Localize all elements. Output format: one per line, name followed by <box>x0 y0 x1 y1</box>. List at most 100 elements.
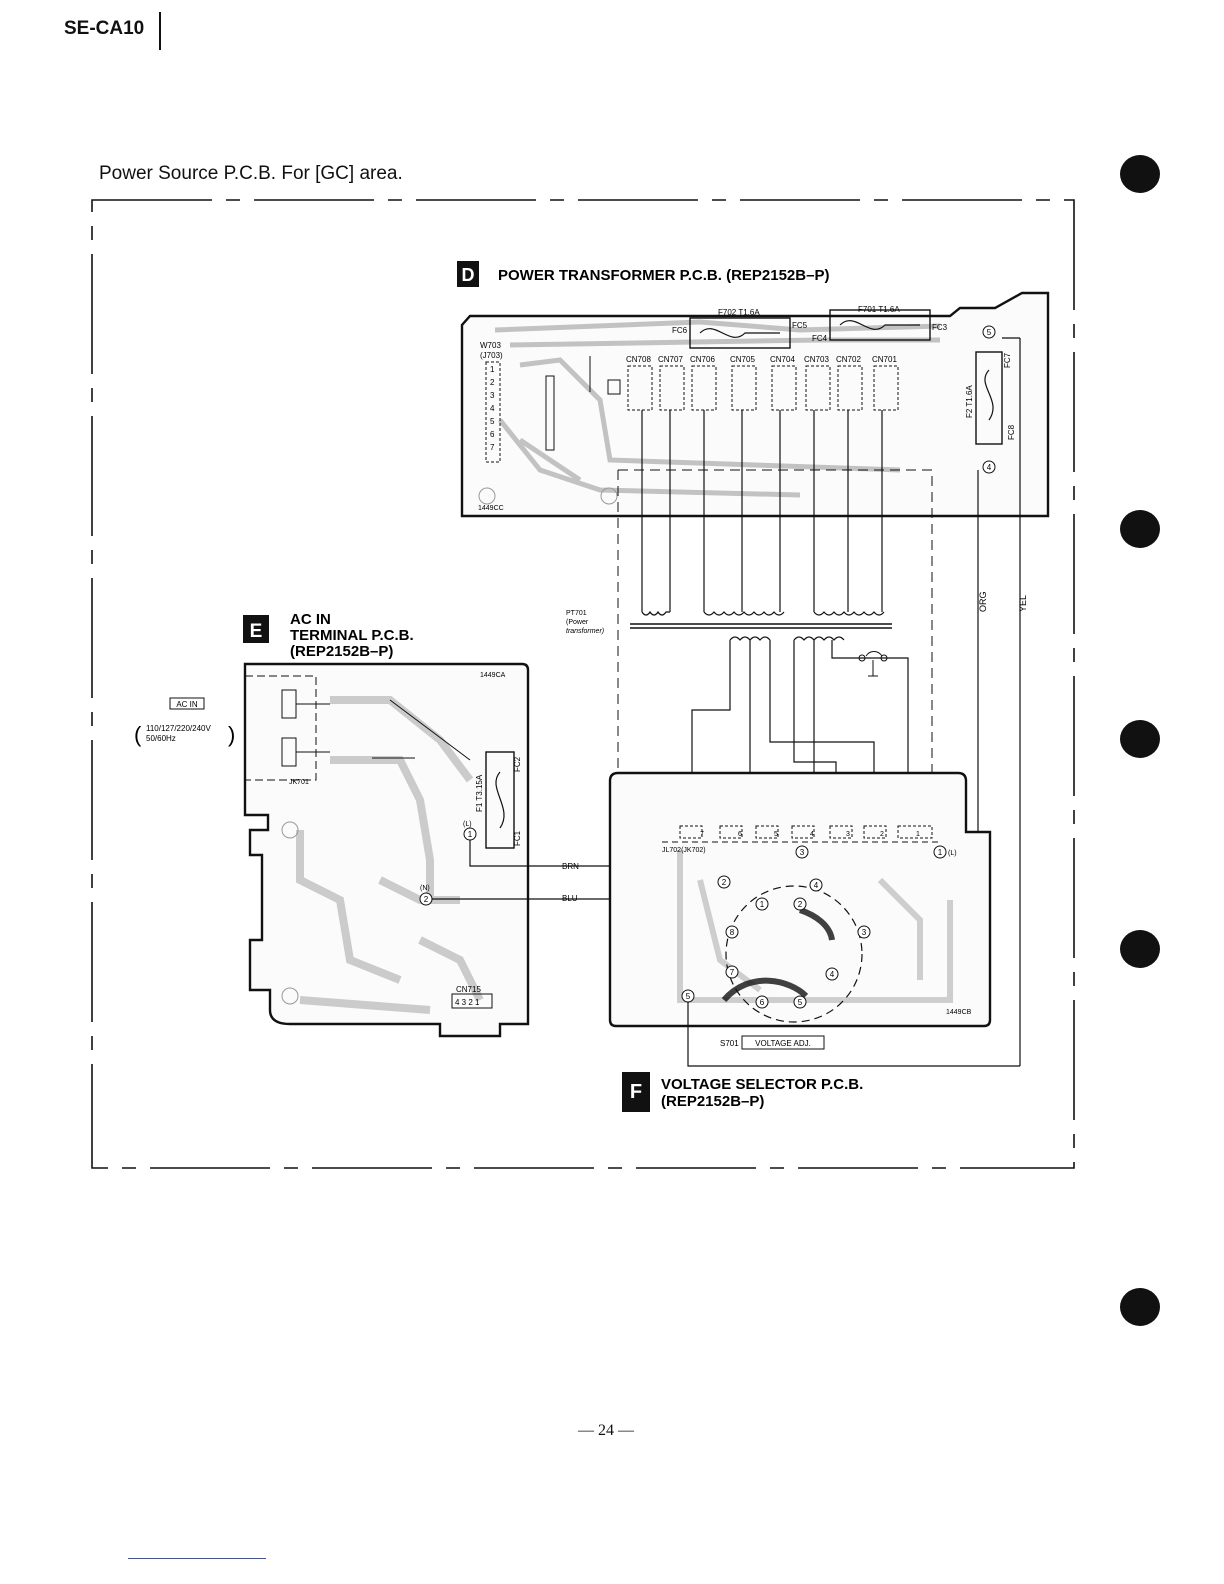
sel-pin-4-top: 4 <box>814 881 819 890</box>
jl702-pin-6: 6 <box>738 831 742 838</box>
board-d-badge <box>457 261 479 287</box>
e-pin-1: 1 <box>468 830 473 839</box>
w703-pin-3: 3 <box>490 391 495 400</box>
fuse-f701 <box>829 309 931 341</box>
paren-close: ) <box>228 722 235 747</box>
binding-hole-2 <box>1120 510 1160 548</box>
jl702-pin-3: 3 <box>846 831 850 838</box>
sel-pin-1: 1 <box>760 900 765 909</box>
ac-in-label: AC IN <box>176 700 198 709</box>
w703-pin-6: 6 <box>490 430 495 439</box>
board-f-code: 1449CB <box>946 1009 972 1016</box>
fuse-f2 <box>975 351 1003 445</box>
fuse-f1 <box>485 751 515 849</box>
label-fc3: FC3 <box>932 323 948 332</box>
label-cn707: CN707 <box>658 355 683 364</box>
jl702-pin-5: 5 <box>774 831 778 838</box>
label-cn704: CN704 <box>770 355 795 364</box>
pt701-label-2: (Power <box>566 619 589 626</box>
d-pin-5: 5 <box>987 328 992 337</box>
voltage-rating-1: 110/127/220/240V <box>146 724 211 733</box>
w703-pin-7: 7 <box>490 443 495 452</box>
jl702-pin-4: 4 <box>810 831 814 838</box>
w703-pin-4: 4 <box>490 404 495 413</box>
ac-in-terminal-pcb: E AC IN TERMINAL P.C.B. (REP2152B–P) JK7… <box>243 611 530 1038</box>
board-e-badge <box>243 615 269 643</box>
cn715-pins: 4 3 2 1 <box>455 998 480 1007</box>
label-f2: F2 T1.6A <box>965 385 974 418</box>
binding-hole-1 <box>1120 155 1160 193</box>
voltage-selector-pcb: 7 6 5 4 3 2 1 JL702(JK702) 3 1 (L) 2 1 2… <box>608 771 1020 1112</box>
label-cn703: CN703 <box>804 355 829 364</box>
e-label-n: (N) <box>420 885 430 892</box>
page-caption: Power Source P.C.B. For [GC] area. <box>99 163 403 184</box>
power-transformer-pcb: D POWER TRANSFORMER P.C.B. (REP2152B–P) … <box>457 261 1050 518</box>
f-pin-3-top: 3 <box>800 848 805 857</box>
jl702-pin-1: 1 <box>916 831 920 838</box>
board-e-title-1: AC IN <box>290 611 331 628</box>
rotary-selector <box>725 885 863 1023</box>
label-voltage-adj: VOLTAGE ADJ. <box>755 1039 811 1048</box>
paren-open: ( <box>134 722 142 747</box>
transformer-pt701: PT701 (Power transformer) <box>566 610 892 641</box>
board-d-code: 1449CC <box>478 505 504 512</box>
label-f702: F702 T1.6A <box>718 308 760 317</box>
f-pin-2: 2 <box>722 878 727 887</box>
model-number: SE-CA10 <box>64 18 145 39</box>
fuse-f702 <box>689 317 791 349</box>
board-e-title-2: TERMINAL P.C.B. <box>290 627 414 644</box>
binding-hole-3 <box>1120 720 1160 758</box>
page-number: — 24 — <box>578 1422 634 1439</box>
w703-pin-2: 2 <box>490 378 495 387</box>
sel-pin-8: 8 <box>730 928 735 937</box>
wire-label-brn: BRN <box>562 862 579 871</box>
label-fc6: FC6 <box>672 326 688 335</box>
label-w703: W703 <box>480 341 501 350</box>
binding-hole-5 <box>1120 1288 1160 1326</box>
label-f1: F1 T3.15A <box>475 774 484 812</box>
header-divider <box>159 12 161 50</box>
wire-label-org: ORG <box>978 591 988 612</box>
binding-hole-4 <box>1120 930 1160 968</box>
sel-pin-4: 4 <box>830 970 835 979</box>
label-s701: S701 <box>720 1039 739 1048</box>
wire-label-blu: BLU <box>562 894 578 903</box>
board-e-outline <box>243 662 530 1038</box>
board-f-title-2: (REP2152B–P) <box>661 1093 764 1110</box>
board-f-letter: F <box>630 1081 642 1103</box>
board-e-letter: E <box>250 621 263 642</box>
label-cn702: CN702 <box>836 355 861 364</box>
board-f-title-1: VOLTAGE SELECTOR P.C.B. <box>661 1076 863 1093</box>
board-d-title: POWER TRANSFORMER P.C.B. (REP2152B–P) <box>498 267 829 284</box>
label-fc5: FC5 <box>792 321 808 330</box>
label-jk701: JK701 <box>289 779 309 786</box>
w703-pin-1: 1 <box>490 365 495 374</box>
label-fc2: FC2 <box>513 756 522 772</box>
jl702-pin-2: 2 <box>880 831 884 838</box>
ac-in-box <box>169 697 205 710</box>
jl702-pin-7: 7 <box>700 831 704 838</box>
label-fc4: FC4 <box>812 334 828 343</box>
board-e-title-3: (REP2152B–P) <box>290 643 393 660</box>
label-f701: F701 T1.6A <box>858 305 900 314</box>
label-fc1: FC1 <box>513 830 522 846</box>
sel-pin-7: 7 <box>730 968 735 977</box>
sel-pin-6: 6 <box>760 998 765 1007</box>
label-fc7: FC7 <box>1003 352 1012 368</box>
e-pin-2: 2 <box>424 895 429 904</box>
sel-pin-2: 2 <box>798 900 803 909</box>
f-label-l: (L) <box>948 850 957 857</box>
label-cn715: CN715 <box>456 985 481 994</box>
board-e-code: 1449CA <box>480 672 506 679</box>
label-fc8: FC8 <box>1007 424 1016 440</box>
label-cn705: CN705 <box>730 355 755 364</box>
e-label-l: (L) <box>463 821 472 828</box>
label-cn706: CN706 <box>690 355 715 364</box>
sel-pin-5: 5 <box>798 998 803 1007</box>
f-pin-1: 1 <box>938 848 943 857</box>
w703-pin-5: 5 <box>490 417 495 426</box>
label-cn708: CN708 <box>626 355 651 364</box>
d-pin-4: 4 <box>987 463 992 472</box>
sel-pin-5-ext: 5 <box>686 992 691 1001</box>
